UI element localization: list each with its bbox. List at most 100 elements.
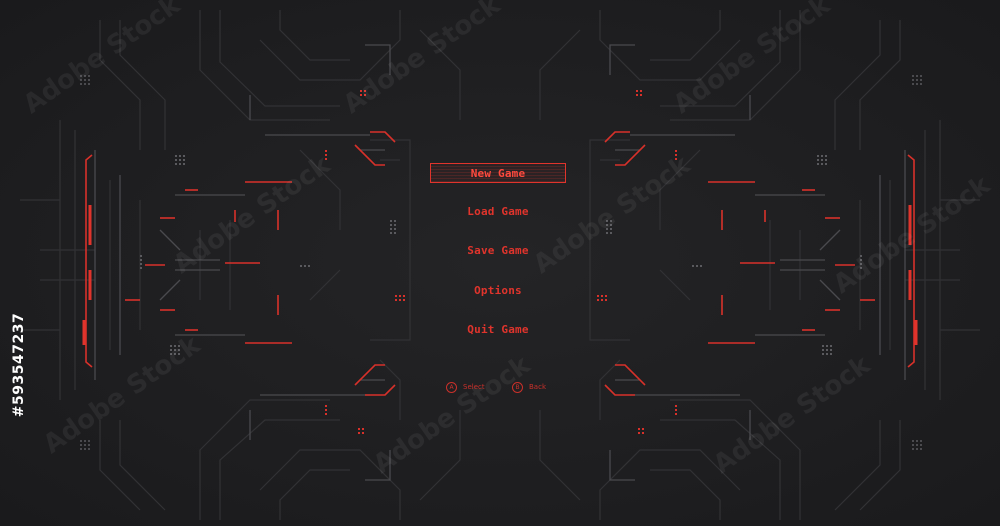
red-dot-cluster bbox=[360, 94, 362, 96]
circuit-trace bbox=[670, 10, 801, 121]
circuit-trace bbox=[99, 420, 141, 511]
gray-dot-cluster bbox=[610, 228, 612, 230]
gray-dot-cluster bbox=[80, 79, 82, 81]
gray-dot-cluster bbox=[390, 220, 392, 222]
gray-dot-cluster bbox=[84, 75, 86, 77]
circuit-trace bbox=[370, 139, 411, 341]
gray-dot-cluster bbox=[183, 155, 185, 157]
gray-dot-cluster bbox=[825, 163, 827, 165]
circuit-trace bbox=[539, 410, 581, 501]
gray-dot-cluster bbox=[826, 353, 828, 355]
red-dot-cluster bbox=[597, 295, 599, 297]
gray-dot-cluster bbox=[920, 440, 922, 442]
select-hint[interactable]: A Select bbox=[446, 380, 485, 394]
circuit-trace bbox=[834, 420, 881, 511]
red-dot-cluster bbox=[362, 428, 364, 430]
circuit-trace bbox=[539, 29, 581, 120]
circuit-trace bbox=[660, 10, 781, 107]
gray-dot-cluster bbox=[610, 220, 612, 222]
gray-dot-cluster bbox=[912, 79, 914, 81]
circuit-trace bbox=[859, 420, 901, 511]
gray-dot-cluster bbox=[88, 440, 90, 442]
gray-dot-cluster bbox=[80, 75, 82, 77]
red-dot-cluster bbox=[675, 405, 677, 407]
gray-dot-cluster bbox=[179, 163, 181, 165]
red-dot-cluster bbox=[675, 409, 677, 411]
gray-dot-cluster bbox=[170, 353, 172, 355]
gray-dot-cluster bbox=[84, 83, 86, 85]
circuit-detail bbox=[609, 44, 635, 75]
circuit-accent bbox=[354, 364, 385, 386]
gray-dot-cluster bbox=[88, 444, 90, 446]
menu-item-load-game[interactable]: Load Game bbox=[467, 205, 529, 218]
gray-dot-cluster bbox=[304, 265, 306, 267]
red-dot-cluster bbox=[642, 428, 644, 430]
gray-dot-cluster bbox=[179, 155, 181, 157]
gray-dot-cluster bbox=[610, 224, 612, 226]
gray-dot-cluster bbox=[84, 444, 86, 446]
circuit-trace bbox=[279, 469, 350, 520]
circuit-trace bbox=[219, 419, 340, 520]
gray-dot-cluster bbox=[920, 79, 922, 81]
gray-dot-cluster bbox=[920, 444, 922, 446]
red-dot-cluster bbox=[403, 295, 405, 297]
gray-dot-cluster bbox=[860, 267, 862, 269]
circuit-accent bbox=[604, 384, 635, 396]
circuit-detail bbox=[365, 44, 391, 75]
gray-dot-cluster bbox=[916, 448, 918, 450]
circuit-accent bbox=[365, 384, 396, 396]
red-dot-cluster bbox=[358, 428, 360, 430]
back-hint[interactable]: B Back bbox=[512, 380, 546, 394]
circuit-accent bbox=[604, 131, 630, 143]
menu-item-save-game[interactable]: Save Game bbox=[467, 244, 529, 257]
gray-dot-cluster bbox=[88, 79, 90, 81]
gray-dot-cluster bbox=[394, 220, 396, 222]
circuit-trace bbox=[419, 410, 461, 501]
gray-dot-cluster bbox=[830, 349, 832, 351]
gray-dot-cluster bbox=[175, 163, 177, 165]
menu-item-options[interactable]: Options bbox=[474, 284, 522, 297]
circuit-detail bbox=[819, 229, 841, 251]
circuit-trace bbox=[589, 139, 630, 341]
gray-dot-cluster bbox=[394, 228, 396, 230]
red-dot-cluster bbox=[642, 432, 644, 434]
circuit-detail bbox=[819, 279, 841, 301]
menu-item-quit-game[interactable]: Quit Game bbox=[467, 323, 529, 336]
circuit-trace bbox=[99, 20, 141, 150]
gray-dot-cluster bbox=[606, 232, 608, 234]
gray-dot-cluster bbox=[84, 448, 86, 450]
red-dot-cluster bbox=[399, 295, 401, 297]
circuit-accent bbox=[907, 154, 915, 368]
gray-dot-cluster bbox=[140, 255, 142, 257]
select-hint-label: Select bbox=[463, 383, 485, 391]
menu-item-new-game[interactable]: New Game bbox=[430, 163, 566, 183]
gray-dot-cluster bbox=[860, 259, 862, 261]
red-dot-cluster bbox=[638, 428, 640, 430]
circuit-trace bbox=[599, 10, 741, 81]
red-dot-cluster bbox=[605, 299, 607, 301]
red-dot-cluster bbox=[325, 158, 327, 160]
red-dot-cluster bbox=[640, 90, 642, 92]
gray-dot-cluster bbox=[821, 155, 823, 157]
red-dot-cluster bbox=[601, 295, 603, 297]
gray-dot-cluster bbox=[606, 224, 608, 226]
gray-dot-cluster bbox=[183, 163, 185, 165]
red-dot-cluster bbox=[362, 432, 364, 434]
gray-dot-cluster bbox=[80, 83, 82, 85]
red-dot-cluster bbox=[675, 154, 677, 156]
gray-dot-cluster bbox=[80, 448, 82, 450]
gray-dot-cluster bbox=[825, 159, 827, 161]
red-dot-cluster bbox=[403, 299, 405, 301]
circuit-trace bbox=[834, 20, 881, 150]
circuit-trace bbox=[199, 399, 330, 520]
gray-dot-cluster bbox=[88, 83, 90, 85]
red-dot-cluster bbox=[675, 413, 677, 415]
gray-dot-cluster bbox=[610, 232, 612, 234]
circuit-accent bbox=[615, 144, 646, 166]
gray-dot-cluster bbox=[822, 345, 824, 347]
red-dot-cluster bbox=[605, 295, 607, 297]
circuit-trace bbox=[259, 10, 401, 81]
gray-dot-cluster bbox=[920, 75, 922, 77]
gray-dot-cluster bbox=[912, 440, 914, 442]
